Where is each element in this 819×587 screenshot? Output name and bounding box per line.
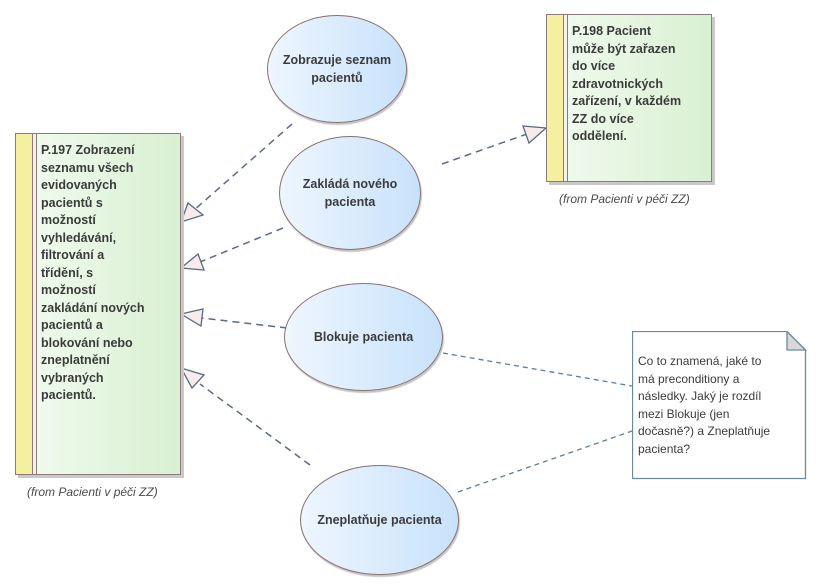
- requirement-text: P.198 Pacient může být zařazen do více z…: [572, 24, 682, 143]
- use-case-zaklada-noveho[interactable]: Zakládá nového pacienta: [279, 136, 421, 250]
- use-case-label: Blokuje pacienta: [313, 330, 414, 344]
- use-case-blokuje[interactable]: Blokuje pacienta: [284, 283, 443, 391]
- note[interactable]: Co to znamená, jaké to má preconditiony …: [632, 331, 808, 480]
- requirement-stripe: [547, 15, 564, 181]
- use-case-zneplatnuje[interactable]: Zneplatňuje pacienta: [300, 465, 459, 575]
- realization-connector[interactable]: [179, 227, 284, 271]
- requirement-package-label: (from Pacienti v péči ZZ): [559, 192, 690, 206]
- note-link[interactable]: [442, 352, 633, 387]
- requirement-stripe-inner: [33, 134, 37, 474]
- realization-arrowhead-icon: [179, 308, 204, 328]
- use-case-zobrazuje-seznam[interactable]: Zobrazuje seznam pacientů: [267, 15, 407, 123]
- requirement-stripe: [16, 134, 33, 474]
- requirement-p197[interactable]: P.197 Zobrazení seznamu všech evidovanýc…: [15, 133, 181, 475]
- note-fold-icon: [786, 331, 808, 351]
- use-case-label: Zneplatňuje pacienta: [317, 513, 442, 527]
- realization-connector[interactable]: [441, 125, 548, 165]
- realization-arrowhead-icon: [179, 201, 205, 224]
- note-shape: [632, 331, 808, 480]
- requirement-text: P.197 Zobrazení seznamu všech evidovanýc…: [41, 143, 145, 402]
- realization-connector[interactable]: [179, 308, 288, 329]
- requirement-package-label: (from Pacienti v péči ZZ): [27, 485, 158, 499]
- use-case-label: Zakládá nového pacienta: [302, 177, 398, 209]
- requirement-stripe-inner: [564, 15, 568, 181]
- realization-connector[interactable]: [179, 366, 311, 466]
- realization-connector[interactable]: [179, 123, 293, 224]
- realization-arrowhead-icon: [179, 252, 205, 271]
- realization-arrowhead-icon: [179, 366, 206, 390]
- use-case-label: Zobrazuje seznam pacientů: [282, 53, 392, 85]
- realization-arrowhead-icon: [522, 125, 548, 145]
- note-link[interactable]: [457, 430, 633, 493]
- requirement-p198[interactable]: P.198 Pacient může být zařazen do více z…: [546, 14, 712, 182]
- note-text: Co to znamená, jaké to má preconditiony …: [638, 354, 771, 456]
